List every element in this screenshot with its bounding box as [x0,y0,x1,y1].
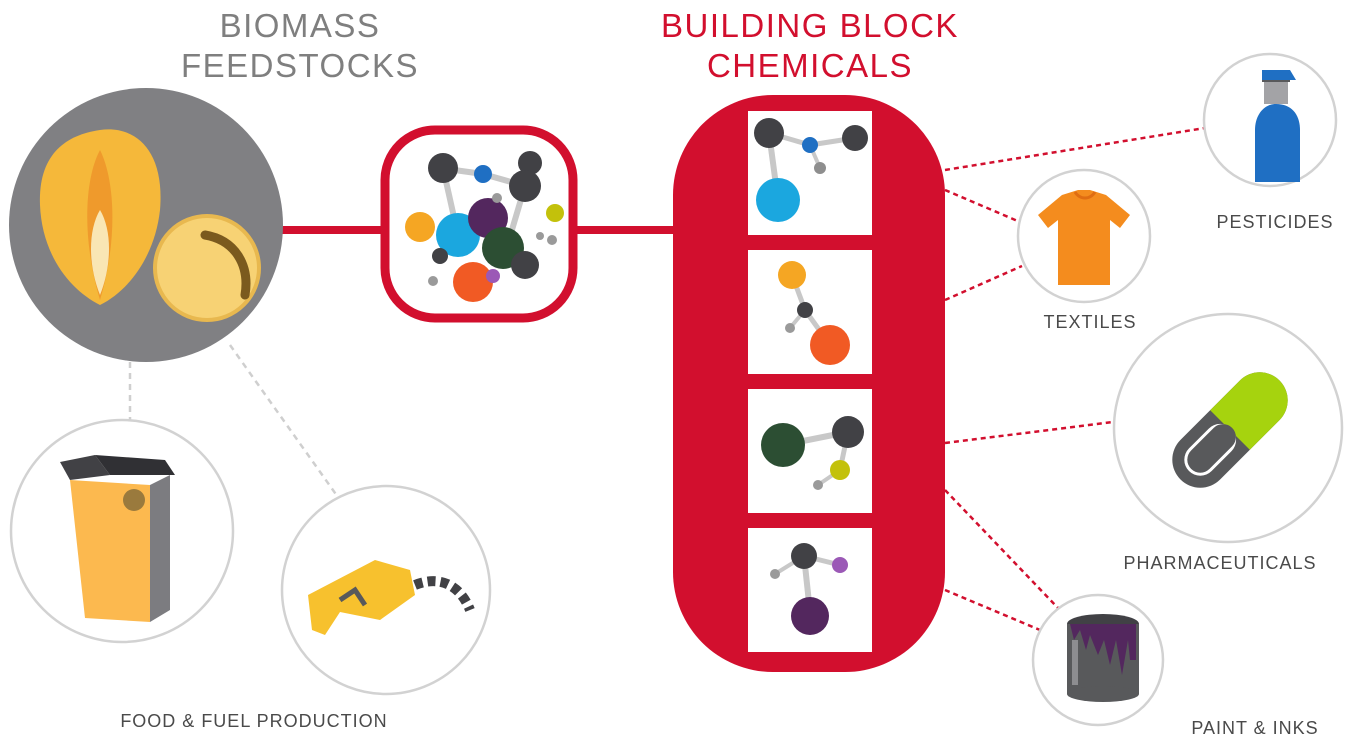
food-fuel-label: FOOD & FUEL PRODUCTION [120,711,388,731]
molecule-4-icon [770,543,848,635]
food-circle [9,418,235,644]
pharmaceuticals-label: PHARMACEUTICALS [1123,553,1317,573]
connector-lines [128,126,1206,632]
molecule-1-icon [754,118,868,222]
biomass-circle [9,88,283,362]
feedstocks-heading: BIOMASS FEEDSTOCKS [150,6,450,86]
paint-inks-label: PAINT & INKS [1191,718,1319,738]
soybean-icon [153,214,261,322]
building-blocks-heading-line2: CHEMICALS [706,47,914,84]
t-shirt-icon [1038,190,1130,285]
building-blocks-heading: BUILDING BLOCK CHEMICALS [600,6,1020,86]
pesticides-label: PESTICIDES [1216,212,1334,232]
capsule-icon [1172,372,1288,488]
pesticides-circle [1202,52,1338,188]
fuel-circle [280,484,492,696]
textiles-label: TEXTILES [1043,312,1137,332]
building-block-pill [673,95,945,672]
molecule-2-icon [778,261,850,365]
paint-can-icon [1067,614,1139,702]
feedstocks-heading-line2: FEEDSTOCKS [180,47,420,84]
spray-bottle-icon [1255,70,1300,182]
molecule-mixture-box [380,125,578,323]
fuel-nozzle-icon [308,560,475,635]
molecule-3-icon [761,416,864,490]
feedstocks-heading-line1: BIOMASS [219,7,381,44]
cereal-box-icon [60,455,175,622]
corn-kernel-icon [39,129,161,305]
textiles-circle [1016,168,1152,304]
building-blocks-heading-line1: BUILDING BLOCK [661,7,959,44]
pharmaceuticals-circle [1112,312,1344,544]
paint-circle [1031,593,1165,727]
